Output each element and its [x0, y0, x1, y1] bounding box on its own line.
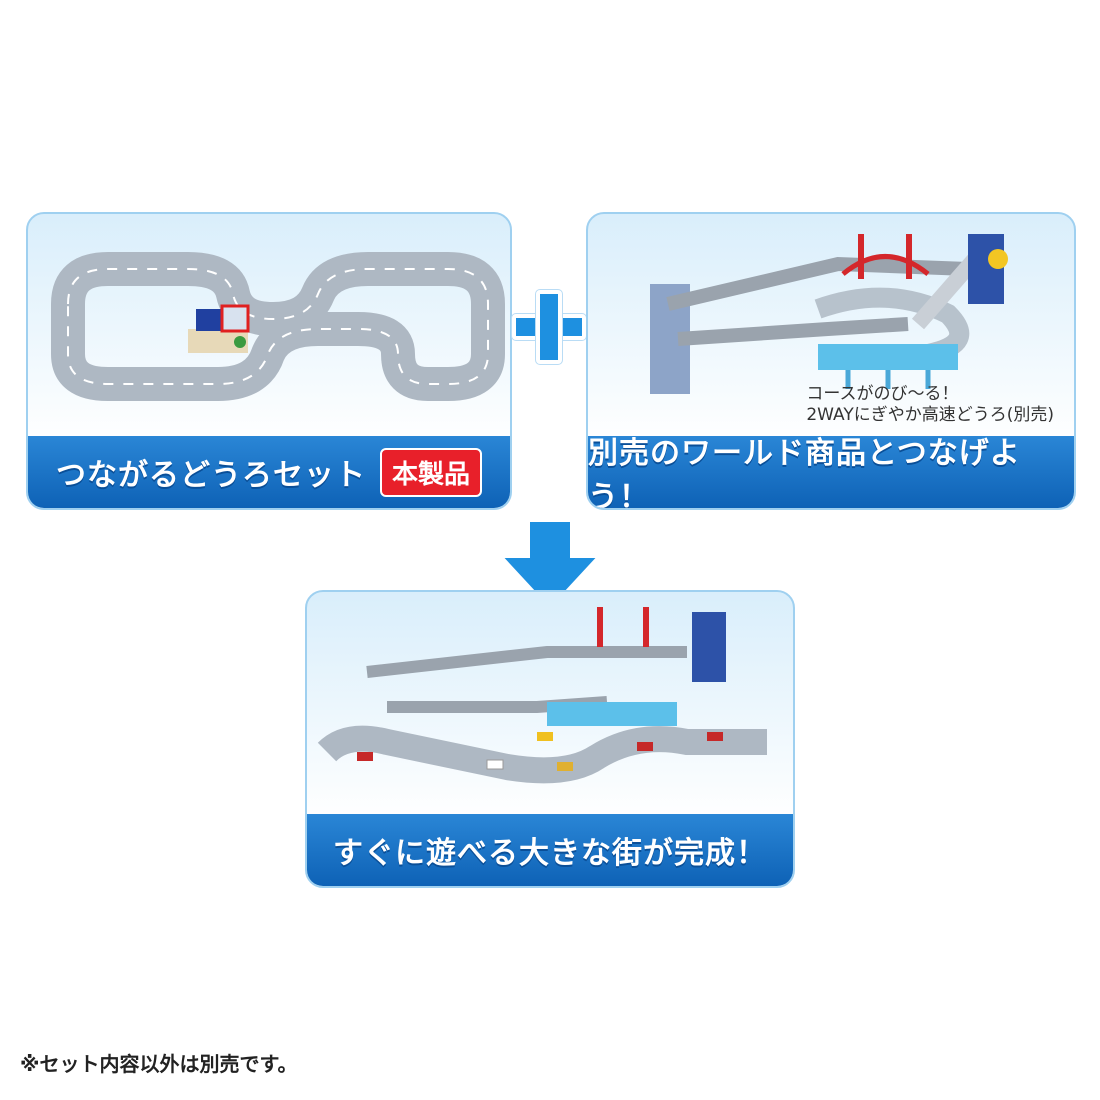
footnote: ※セット内容以外は別売です。 — [20, 1052, 298, 1076]
highway-image — [588, 214, 1074, 436]
combined-city-panel: すぐに遊べる大きな街が完成！ — [305, 590, 795, 888]
panel-title: 別売のワールド商品とつなげよう！ — [588, 436, 1021, 510]
highway-caption: コースがのび〜る！ 2WAYにぎやか高速どうろ(別売) — [806, 384, 1054, 427]
road-set-image — [28, 214, 510, 436]
arrow-down-icon — [500, 520, 600, 610]
product-badge: 本製品 — [379, 447, 482, 497]
highway-panel: コースがのび〜る！ 2WAYにぎやか高速どうろ(別売) 別売のワールド商品とつな… — [586, 212, 1076, 510]
caption-line-2: 2WAYにぎやか高速どうろ(別売) — [806, 404, 1054, 425]
panel-footer: つながるどうろセット 本製品 — [28, 436, 510, 508]
panel-title: すぐに遊べる大きな街が完成！ — [333, 836, 767, 871]
combined-city-image — [307, 592, 793, 814]
road-set-panel: つながるどうろセット 本製品 — [26, 212, 512, 510]
panel-footer: すぐに遊べる大きな街が完成！ — [307, 814, 793, 886]
caption-line-1: コースがのび〜る！ — [806, 383, 959, 404]
panel-footer: 別売のワールド商品とつなげよう！ — [588, 436, 1074, 508]
plus-icon — [512, 290, 586, 364]
panel-title: つながるどうろセット — [55, 458, 366, 493]
